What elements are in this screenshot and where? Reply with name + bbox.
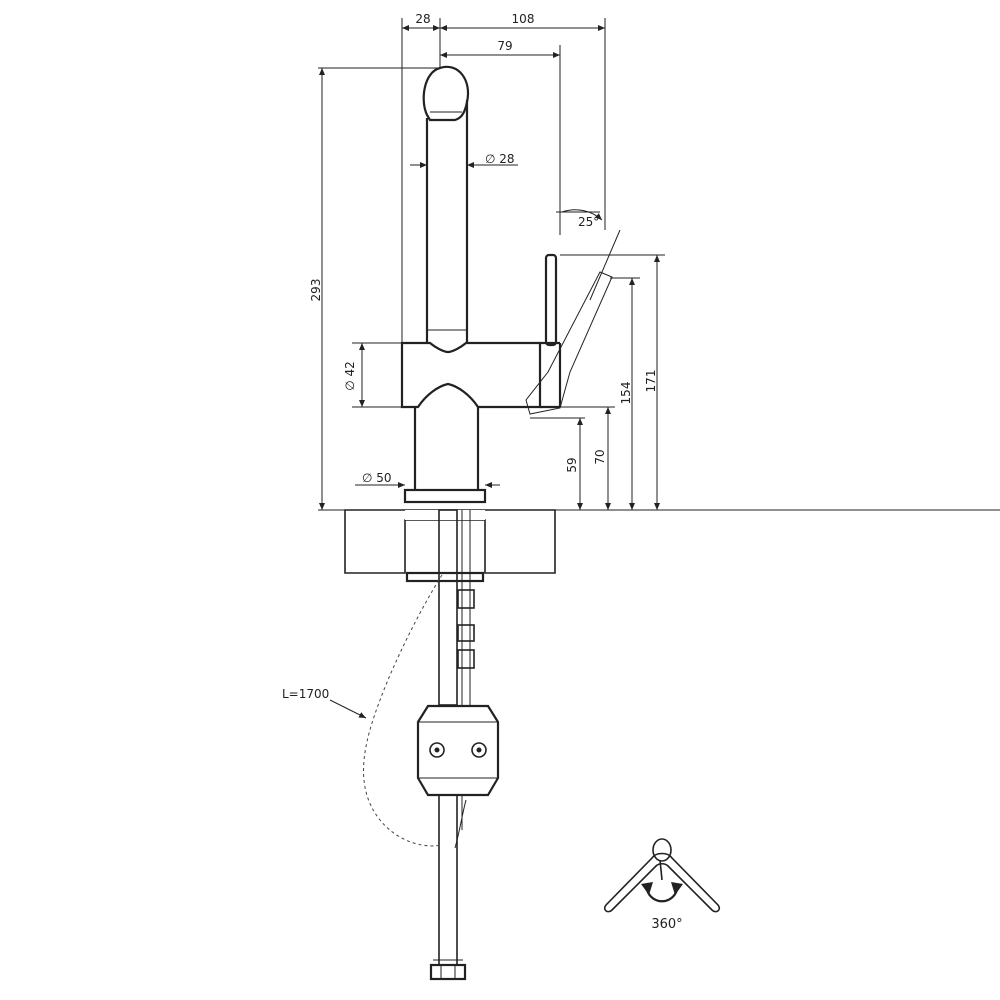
dim-label-70: 70 [593, 449, 607, 464]
supply-hose-upper [438, 509, 458, 706]
hose-counterweight [416, 704, 500, 797]
rotation-icon: 360° [603, 838, 721, 932]
dim-label-59: 59 [565, 457, 579, 472]
rotation-label: 360° [651, 917, 682, 932]
hose-fitting-2 [457, 624, 475, 642]
dim-label-spout-dia: ∅ 28 [485, 152, 515, 166]
dimension-lines [318, 18, 665, 719]
counterweight-screw-left [429, 742, 445, 758]
rotation-arrow-icon [645, 889, 679, 903]
dim-label-79: 79 [497, 39, 512, 53]
hose-length-label: L=1700 [282, 687, 329, 701]
dim-label-154: 154 [619, 382, 633, 405]
hose-end-nut [429, 963, 467, 981]
hose-fitting-1 [457, 589, 475, 609]
dim-label-angle: 25° [578, 215, 599, 229]
dim-label-body-dia: ∅ 42 [343, 361, 357, 391]
dim-label-108: 108 [512, 12, 535, 26]
hose-fitting-3 [457, 649, 475, 669]
lever-upright [544, 253, 558, 347]
counterweight-screw-right [471, 742, 487, 758]
countertop [318, 509, 1000, 574]
supply-hose-lower [438, 794, 458, 966]
mounting-nut [405, 571, 485, 583]
dim-label-171: 171 [644, 370, 658, 393]
dim-label-293: 293 [309, 279, 323, 302]
spout-head [422, 65, 470, 122]
dim-arc-angle [561, 209, 603, 221]
pull-out-hose-loop [363, 574, 443, 847]
dim-label-base-dia: ∅ 50 [362, 471, 392, 485]
dim-label-28: 28 [415, 12, 430, 26]
mixer-body [400, 341, 542, 409]
faucet [400, 65, 613, 583]
hose-length-leader [329, 699, 367, 719]
dimension-labels: 28 108 79 ∅ 28 25° 293 ∅ 42 ∅ 50 154 171… [282, 12, 658, 701]
base-flange [403, 488, 487, 504]
lever-tilted [525, 271, 613, 415]
spout-swivel-outline [603, 852, 721, 913]
counterweight-body [416, 704, 500, 797]
